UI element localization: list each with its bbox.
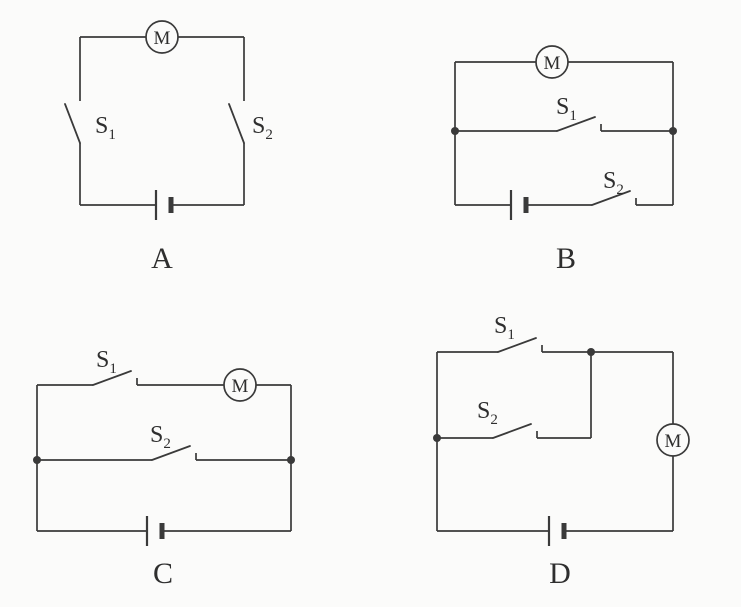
motor-icon — [223, 368, 257, 402]
motor-icon — [535, 45, 569, 79]
wire — [36, 384, 292, 532]
circuit-caption: D — [549, 557, 571, 590]
switch-label-s2: S2 — [603, 168, 624, 198]
circuit-c: M S1 S2 C — [33, 347, 295, 590]
switch-s2-blade — [151, 445, 191, 461]
circuit-d: M S1 S2 D — [433, 313, 690, 590]
switch-label-s2: S2 — [150, 422, 171, 452]
junction-dot — [433, 434, 441, 442]
switch-s1-blade — [497, 337, 537, 353]
circuit-caption: B — [556, 242, 576, 275]
junction-dot — [587, 348, 595, 356]
switch-label-s2: S2 — [252, 113, 273, 143]
switch-label-s1: S1 — [494, 313, 515, 343]
motor-label: M — [154, 28, 171, 49]
switch-label-s1: S1 — [556, 94, 577, 124]
motor-label: M — [665, 431, 682, 452]
motor-icon — [656, 423, 690, 457]
circuit-caption: A — [151, 242, 173, 275]
circuit-a: M S1 S2 A — [64, 20, 273, 275]
motor-label: M — [544, 53, 561, 74]
switch-label-s1: S1 — [95, 113, 116, 143]
switch-s2-blade — [228, 103, 245, 144]
switch-s1-blade — [64, 103, 81, 144]
circuit-b: M S1 S2 B — [451, 45, 677, 275]
motor-icon — [145, 20, 179, 54]
switch-label-s1: S1 — [96, 347, 117, 377]
junction-dot — [33, 456, 41, 464]
switch-label-s2: S2 — [477, 398, 498, 428]
junction-dot — [669, 127, 677, 135]
switch-s2-blade — [591, 190, 631, 206]
junction-dot — [451, 127, 459, 135]
switch-s2-blade — [492, 423, 532, 439]
wire — [436, 351, 674, 532]
switch-s1-blade — [556, 116, 596, 132]
motor-label: M — [232, 376, 249, 397]
switch-s1-blade — [92, 370, 132, 386]
circuit-caption: C — [153, 557, 173, 590]
junction-dot — [287, 456, 295, 464]
wire — [454, 61, 674, 206]
